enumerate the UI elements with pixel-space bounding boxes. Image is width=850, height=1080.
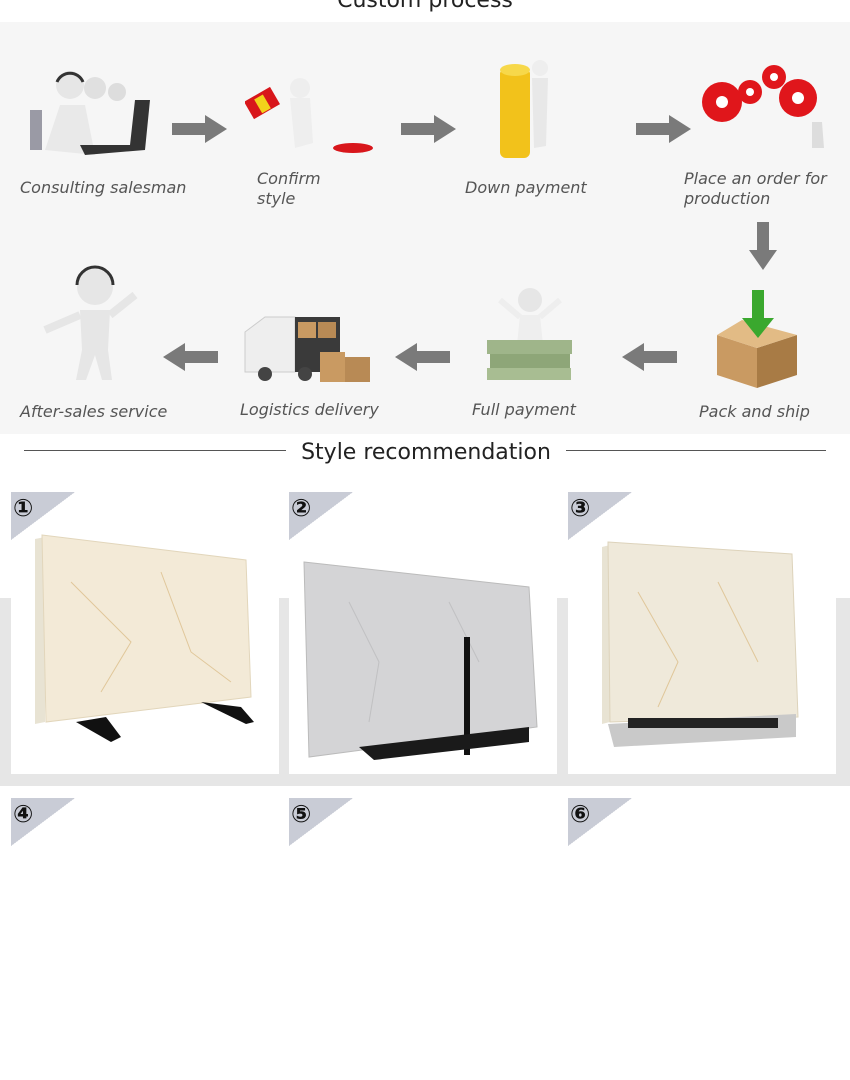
step-label-logistics: Logistics delivery [240, 400, 379, 419]
grey-slab-black-rack-image [303, 561, 538, 760]
divider [24, 450, 286, 451]
badge-background [568, 492, 632, 540]
item-number: ④ [13, 800, 34, 828]
money-pile-icon [487, 288, 572, 380]
badge-background [11, 492, 75, 540]
delivery-truck-icon [244, 316, 370, 382]
item-number: ② [291, 494, 312, 522]
arrow-left-icon [622, 343, 677, 371]
style-card-5[interactable]: ⑤ [289, 798, 557, 1080]
after-sales-icon [43, 265, 138, 380]
step-label-consulting: Consulting salesman [20, 178, 187, 197]
arrow-left-icon [395, 343, 450, 371]
step-label-after-sales: After-sales service [20, 402, 168, 421]
arrow-left-icon [163, 343, 218, 371]
badge-background [289, 492, 353, 540]
section-title-style-recommendation: Style recommendation [301, 440, 551, 465]
arrow-down-icon [749, 222, 777, 270]
style-card-4[interactable]: ④ [11, 798, 279, 1080]
arrow-right-icon [172, 115, 227, 143]
cream-slab-metal-rack-image [602, 541, 799, 747]
cream-slab-wood-stand-image [35, 534, 254, 742]
salesman-icon [30, 71, 150, 155]
item-number: ⑥ [570, 800, 591, 828]
section-title-custom-process: Custom process [337, 0, 513, 13]
badge-background [289, 798, 353, 846]
step-label-full-payment: Full payment [472, 400, 576, 419]
style-card-6[interactable]: ⑥ [568, 798, 836, 1080]
badge-background [568, 798, 632, 846]
step-label-down-payment: Down payment [465, 178, 587, 197]
step-label-place-order: Place an order for production [684, 169, 827, 208]
style-card-1[interactable]: ① [11, 492, 279, 774]
style-card-3[interactable]: ③ [568, 492, 836, 774]
item-number: ③ [570, 494, 591, 522]
divider [566, 450, 826, 451]
badge-background [11, 798, 75, 846]
gears-icon [702, 65, 824, 148]
step-label-confirm-style: Confirm style [257, 169, 321, 208]
item-number: ① [13, 494, 34, 522]
coin-stack-icon [500, 60, 548, 158]
style-card-2[interactable]: ② [289, 492, 557, 774]
step-label-pack-ship: Pack and ship [699, 402, 810, 421]
arrow-right-icon [636, 115, 691, 143]
confirm-style-icon [245, 78, 373, 153]
item-number: ⑤ [291, 800, 312, 828]
box-ship-icon [717, 290, 797, 388]
arrow-right-icon [401, 115, 456, 143]
